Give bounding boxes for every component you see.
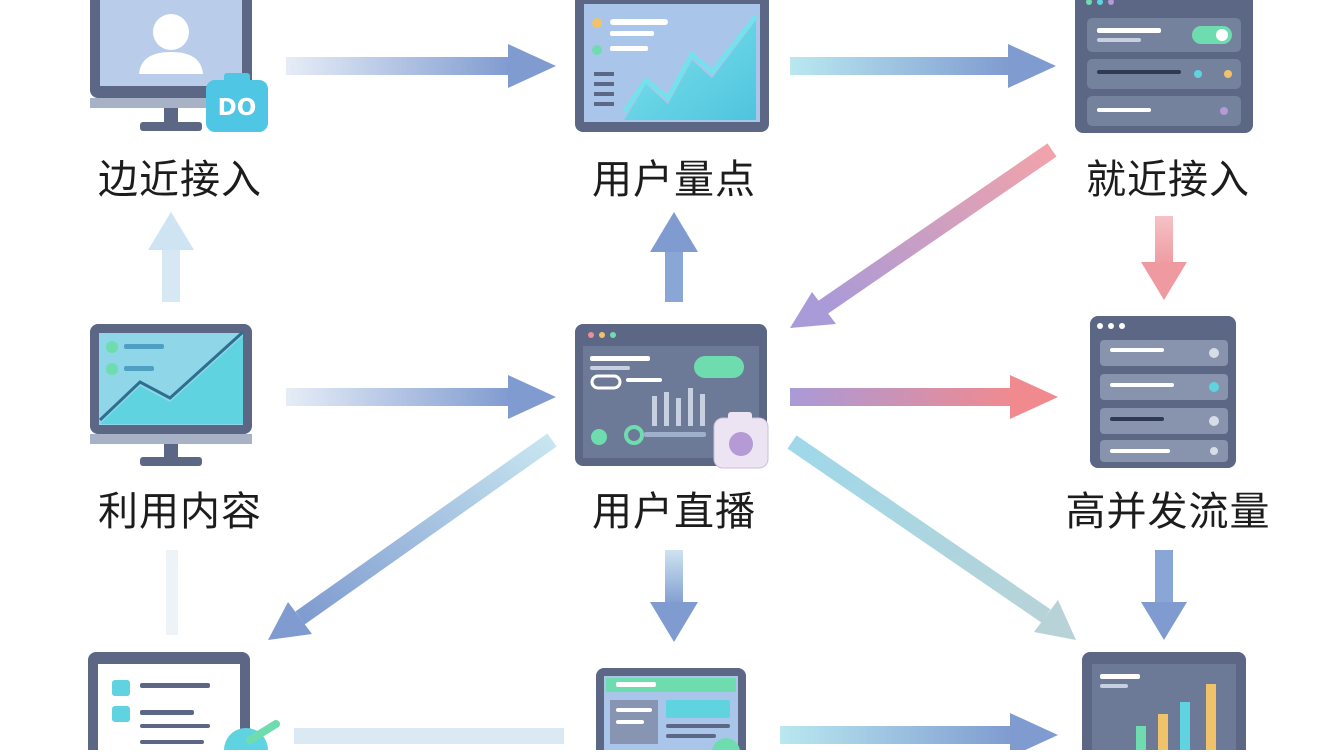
arrow-edge-to-usercount — [286, 44, 556, 88]
arrow-nearby-to-hightraffic — [1141, 216, 1187, 300]
arrow-live-to-usercount — [650, 212, 698, 302]
arrow-usecontent-to-live — [286, 375, 556, 419]
arrow-live-to-hightraffic — [790, 375, 1058, 419]
label-high-traffic: 高并发流量 — [1065, 489, 1271, 535]
monitor-chart-icon — [90, 324, 252, 466]
arrow-usecontent-to-edge — [148, 212, 194, 302]
arrow-live-to-bottomleft — [268, 433, 557, 640]
content-panel-icon — [596, 668, 746, 754]
camera-badge-icon: DO — [206, 73, 268, 132]
record-button-icon — [713, 412, 769, 469]
list-document-icon — [88, 652, 250, 754]
arrow-usercount-to-nearby — [790, 44, 1056, 88]
label-user-live: 用户直播 — [592, 489, 756, 535]
badge-text: DO — [218, 95, 257, 121]
chart-dashboard-icon — [575, 0, 769, 132]
arrow-bottom-left-to-mid — [294, 728, 564, 744]
bar-chart-icon — [1082, 652, 1246, 754]
server-stack-icon — [1090, 316, 1236, 468]
label-user-count: 用户量点 — [592, 157, 756, 203]
arrow-live-to-bottomright — [787, 435, 1076, 640]
label-edge-access: 边近接入 — [98, 157, 262, 203]
arrow-hightraffic-to-bottomright — [1141, 550, 1187, 640]
label-nearby-access: 就近接入 — [1086, 157, 1250, 203]
settings-panel-icon — [1075, 0, 1253, 133]
arrow-live-to-bottommid — [650, 550, 698, 642]
check-badge-icon — [224, 720, 280, 754]
faint-connector — [166, 550, 178, 635]
arrow-nearby-to-live — [790, 143, 1057, 328]
label-use-content: 利用内容 — [98, 489, 262, 535]
monitor-user-icon — [90, 0, 252, 131]
arrow-bottom-mid-to-right — [780, 713, 1058, 754]
